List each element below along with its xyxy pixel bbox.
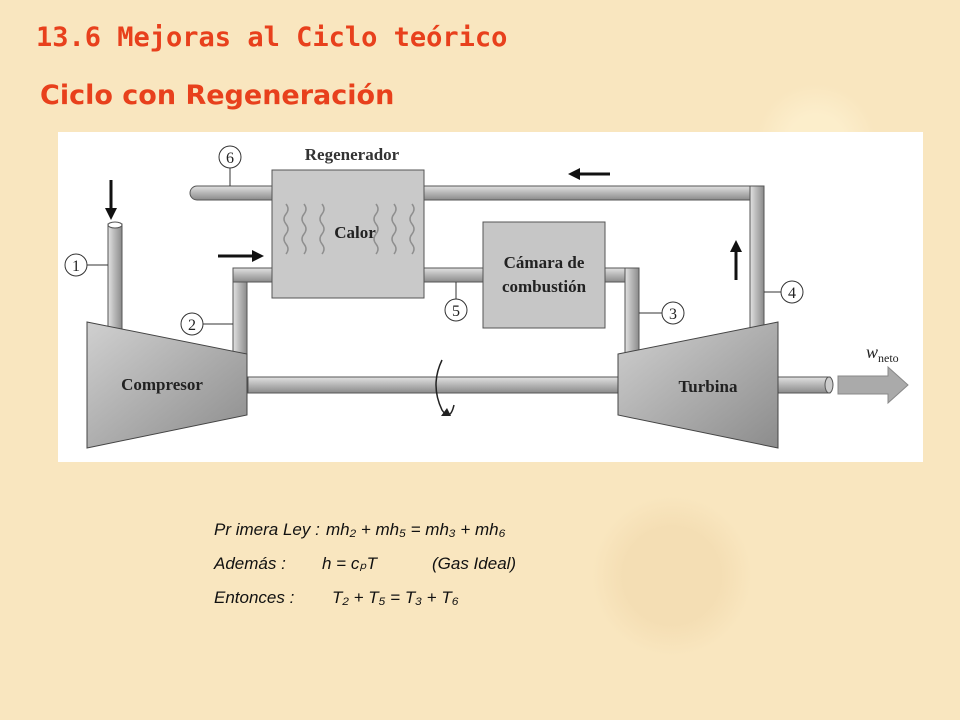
net-work-arrow	[837, 365, 909, 405]
pipe-state-1	[107, 223, 123, 337]
turbine	[617, 321, 779, 449]
regenerator-label: Regenerador	[305, 145, 400, 164]
svg-text:6: 6	[226, 150, 234, 167]
equation-temperatures: Entonces : T₂ + T₅ = T₃ + T₆	[214, 588, 459, 607]
heat-waves	[283, 203, 415, 255]
combustion-label-line2: combustión	[502, 277, 587, 296]
regenerative-cycle-diagram: Calor Regenerador Cámara de combustión C…	[58, 132, 923, 462]
state-markers: 1 2 3 4 5 6	[64, 145, 804, 336]
slide-title: 13.6 Mejoras al Ciclo teórico	[36, 22, 508, 53]
svg-text:3: 3	[669, 306, 677, 323]
combustion-chamber	[482, 221, 606, 329]
combustion-label-line1: Cámara de	[504, 253, 585, 272]
state-marker-1: 1	[64, 253, 108, 277]
state-marker-4: 4	[764, 280, 804, 304]
svg-text:4: 4	[788, 285, 796, 302]
flow-arrows	[105, 168, 742, 280]
svg-text:5: 5	[452, 303, 460, 320]
rotation-icon	[435, 359, 455, 416]
svg-text:1: 1	[72, 258, 80, 275]
svg-text:2: 2	[188, 317, 196, 334]
heat-label: Calor	[334, 223, 376, 242]
state-marker-6: 6	[218, 145, 242, 186]
equation-first-law: Pr imera Ley : mh₂ + mh₅ = mh₃ + mh₆	[214, 520, 506, 539]
pipe-state-4-riser	[749, 185, 765, 333]
state-marker-2: 2	[180, 312, 233, 336]
compressor-label: Compresor	[121, 375, 203, 394]
pipe-state-3-down	[624, 267, 640, 357]
equations: Pr imera Ley : mh₂ + mh₅ = mh₃ + mh₆ Ade…	[214, 520, 634, 622]
compressor	[86, 321, 248, 449]
regenerator-box	[271, 169, 425, 299]
slide-subtitle: Ciclo con Regeneración	[40, 80, 395, 111]
state-marker-3: 3	[639, 301, 685, 325]
equation-ideal-gas: Además : h = cₚT (Gas Ideal)	[214, 554, 517, 573]
turbine-label: Turbina	[679, 377, 738, 396]
output-shaft	[777, 376, 831, 394]
net-work-label: wneto	[866, 342, 899, 365]
state-marker-5: 5	[444, 282, 468, 322]
